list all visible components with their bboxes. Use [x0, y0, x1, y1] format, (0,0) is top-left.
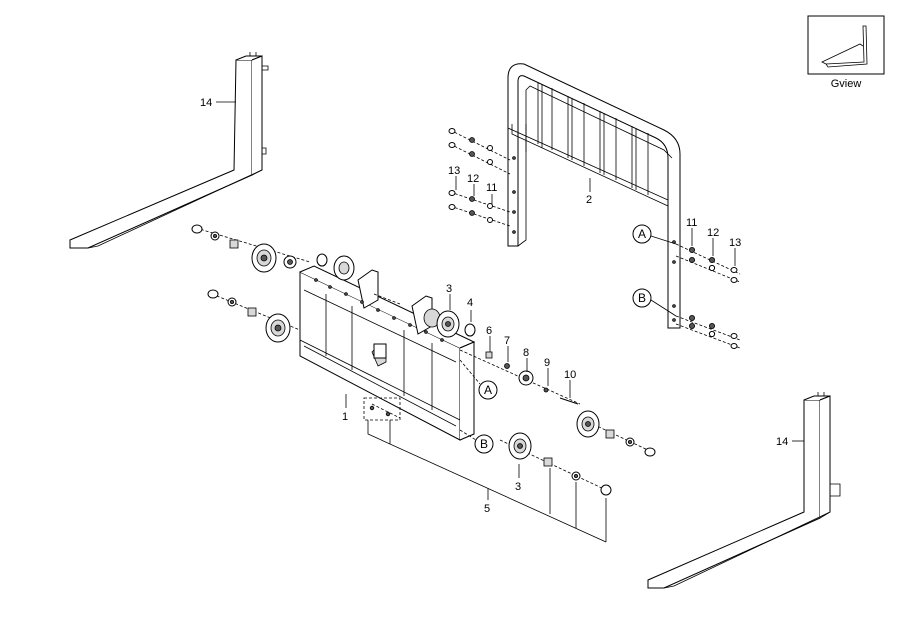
- load-backrest: [507, 63, 681, 329]
- callout-3-lower: 3: [515, 481, 521, 493]
- callout-5: 5: [484, 503, 490, 515]
- ref-b-right-label: B: [638, 291, 646, 305]
- callout-8: 8: [523, 347, 529, 359]
- ref-b-right: [632, 288, 652, 308]
- fork-left: [69, 52, 269, 249]
- callout-6: 6: [486, 325, 492, 337]
- ref-a-right: [632, 224, 652, 244]
- upper-left-rollers: [191, 224, 355, 281]
- callout-9: 9: [544, 357, 550, 369]
- parts-6-10: [459, 349, 581, 405]
- callout-14-right: 14: [776, 436, 788, 448]
- ref-a-right-label: A: [638, 227, 646, 241]
- callout-5-bracket: [367, 420, 607, 543]
- callout-11-upper: 11: [486, 182, 497, 194]
- callout-12-upper: 12: [467, 173, 479, 185]
- backrest-bolts-right: [675, 243, 741, 349]
- right-roller-assembly: [576, 410, 656, 457]
- callout-10: 10: [564, 369, 576, 381]
- gview-label: Gview: [831, 78, 862, 90]
- fork-carriage: [299, 265, 476, 441]
- callout-11-right: 11: [686, 217, 697, 229]
- lower-left-rollers: [207, 289, 301, 343]
- callout-7: 7: [504, 335, 510, 347]
- backrest-bolts-left: [448, 128, 511, 227]
- callout-2: 2: [586, 194, 592, 206]
- callout-3-upper: 3: [446, 283, 452, 295]
- callout-14-left: 14: [200, 97, 212, 109]
- fork-right: [647, 392, 841, 589]
- callout-4: 4: [467, 297, 473, 309]
- callout-12-right: 12: [707, 227, 719, 239]
- ref-a-center: [478, 380, 498, 400]
- gview-inset: Gview: [807, 15, 885, 90]
- callout-13-upper: 13: [448, 165, 460, 177]
- ref-b-center: [474, 434, 494, 454]
- lower-roller-group: [499, 432, 612, 496]
- side-roller-upper: [423, 308, 476, 338]
- ref-a-center-label: A: [484, 383, 492, 397]
- callout-1: 1: [342, 411, 348, 423]
- callout-13-right: 13: [729, 237, 741, 249]
- ref-b-center-label: B: [480, 437, 488, 451]
